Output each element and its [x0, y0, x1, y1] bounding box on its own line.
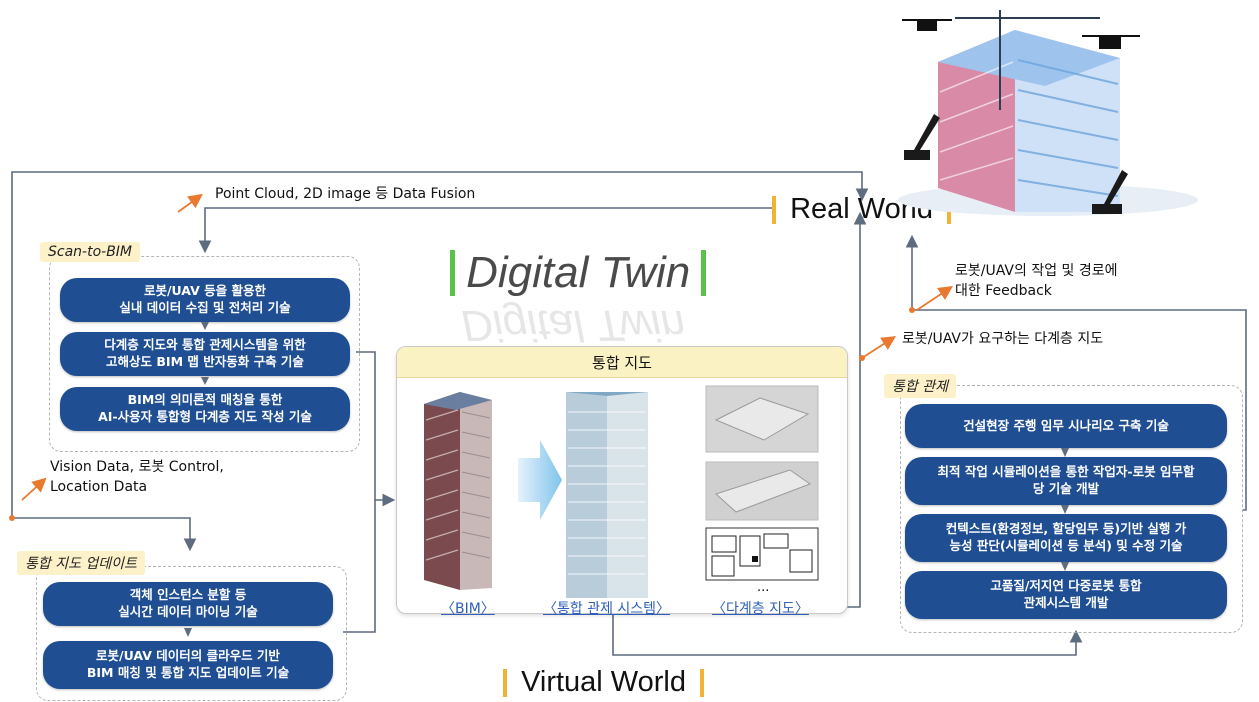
- virtual-world-label: Virtual World: [503, 666, 705, 699]
- right-accent-bar: [700, 669, 705, 698]
- scan-step-2: 다계층 지도와 통합 관제시스템을 위한 고해상도 BIM 맵 반자동화 구축 …: [60, 332, 350, 376]
- robot-feedback-label: 로봇/UAV의 작업 및 경로에 대한 Feedback: [955, 263, 1118, 299]
- update-step-2: 로봇/UAV 데이터의 클라우드 기반 BIM 매칭 및 통합 지도 업데이트 …: [43, 641, 333, 689]
- control-step-4: 고품질/저지연 다중로봇 통합 관제시스템 개발: [905, 571, 1227, 619]
- map-update-tag: 통합 지도 업데이트: [17, 551, 145, 575]
- scan-step-3: BIM의 의미론적 매칭을 통한 AI-사용자 통합형 다계층 지도 작성 기술: [60, 387, 350, 431]
- right-title-bar: [701, 250, 707, 296]
- control-tag: 통합 관제: [884, 374, 956, 398]
- multi-layer-map-caption[interactable]: 〈다계층 지도〉: [712, 601, 809, 617]
- left-accent-bar: [772, 196, 776, 225]
- control-group: [900, 385, 1243, 633]
- scan-to-bim-group: [49, 256, 360, 452]
- control-system-caption[interactable]: 〈통합 관제 시스템〉: [543, 601, 671, 617]
- control-step-3: 컨텍스트(환경정보, 할당임무 등)기반 실행 가 능성 판단(시뮬레이션 등 …: [905, 514, 1227, 562]
- vision-data-label: Vision Data, 로봇 Control, Location Data: [50, 459, 224, 495]
- scan-step-1: 로봇/UAV 등을 활용한 실내 데이터 수집 및 전처리 기술: [60, 278, 350, 322]
- map-update-group: [36, 566, 347, 701]
- left-accent-bar: [503, 669, 507, 698]
- digital-twin-title: Digital Twin: [450, 248, 707, 298]
- scan-to-bim-tag: Scan-to-BIM: [40, 242, 141, 262]
- integrated-map-header: 통합 지도: [397, 347, 847, 378]
- robot-map-label: 로봇/UAV가 요구하는 다계층 지도: [902, 331, 1104, 347]
- bim-caption[interactable]: 〈BIM〉: [441, 601, 495, 617]
- control-step-2: 최적 작업 시뮬레이션을 통한 작업자-로봇 임무할 당 기술 개발: [905, 457, 1227, 505]
- control-step-1: 건설현장 주행 임무 시나리오 구축 기술: [905, 404, 1227, 448]
- point-cloud-label: Point Cloud, 2D image 등 Data Fusion: [215, 186, 476, 202]
- more-layers-ellipsis: ...: [757, 580, 770, 595]
- left-title-bar: [450, 250, 455, 296]
- update-step-1: 객체 인스턴스 분할 등 실시간 데이터 마이닝 기술: [43, 582, 333, 626]
